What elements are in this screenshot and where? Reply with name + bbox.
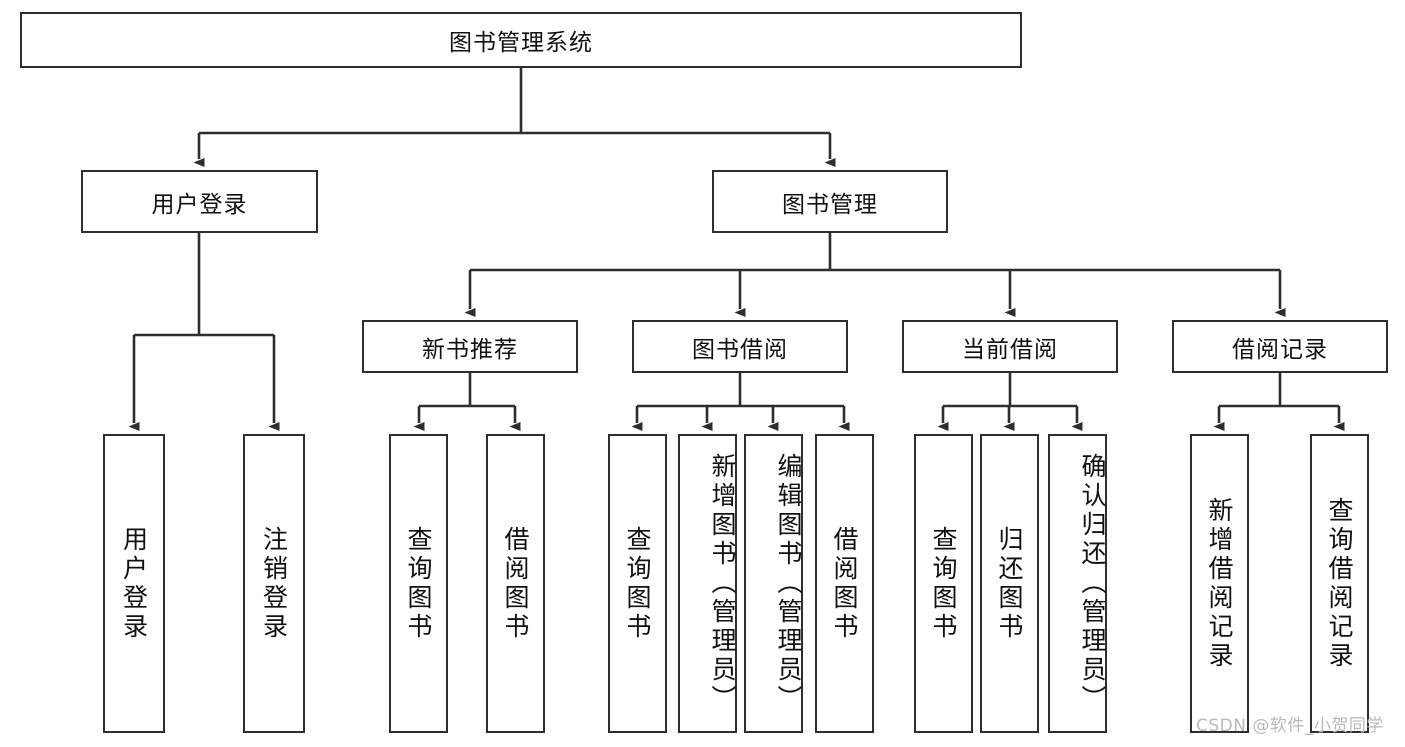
leaf-borrow-record-add-record[interactable]: 新增借阅记录 [1190, 434, 1249, 733]
node-root-book-management-system[interactable]: 图书管理系统 [20, 12, 1022, 68]
node-book-management[interactable]: 图书管理 [712, 170, 948, 233]
leaf-book-borrow-borrow-book[interactable]: 借阅图书 [815, 434, 874, 733]
node-user-login[interactable]: 用户登录 [81, 170, 318, 233]
node-current-borrow[interactable]: 当前借阅 [902, 320, 1118, 373]
leaf-current-borrow-return-book[interactable]: 归还图书 [980, 434, 1039, 733]
leaf-borrow-record-query-record[interactable]: 查询借阅记录 [1310, 434, 1369, 733]
leaf-current-borrow-query-book[interactable]: 查询图书 [914, 434, 973, 733]
node-new-book-recommend[interactable]: 新书推荐 [362, 320, 578, 373]
leaf-user-login-login[interactable]: 用户登录 [103, 434, 165, 733]
leaf-user-login-logout[interactable]: 注销登录 [243, 434, 305, 733]
leaf-book-borrow-query-book[interactable]: 查询图书 [608, 434, 667, 733]
leaf-new-book-query-book[interactable]: 查询图书 [389, 434, 448, 733]
leaf-new-book-borrow-book[interactable]: 借阅图书 [486, 434, 545, 733]
watermark-csdn: CSDN @软件_小贺同学 [1196, 716, 1384, 736]
leaf-book-borrow-edit-book-admin[interactable]: 编辑图书（管理员） [744, 434, 803, 733]
node-borrow-record[interactable]: 借阅记录 [1172, 320, 1388, 373]
leaf-book-borrow-add-book-admin[interactable]: 新增图书（管理员） [678, 434, 737, 733]
leaf-current-borrow-confirm-return-admin[interactable]: 确认归还（管理员） [1048, 434, 1107, 733]
node-book-borrow[interactable]: 图书借阅 [632, 320, 848, 373]
